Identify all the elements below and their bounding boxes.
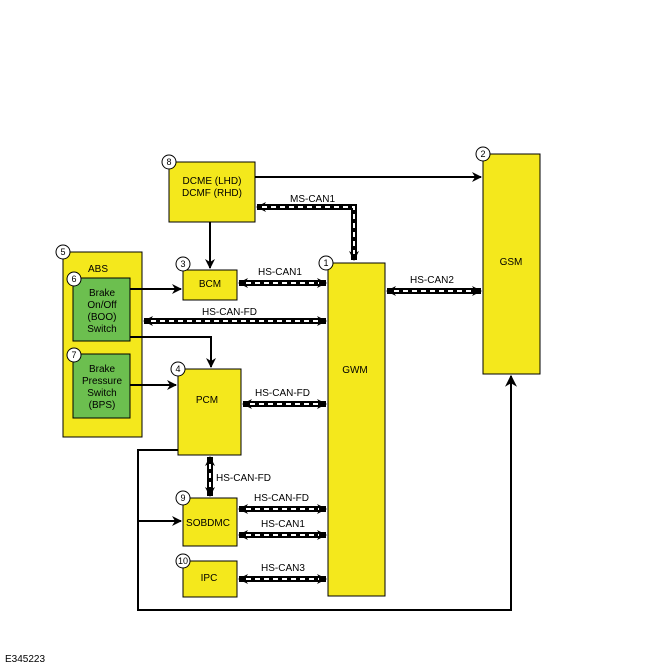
figure-code: E345223 [5, 654, 45, 665]
bcm-label: BCM [199, 279, 221, 290]
bus-label-ipc-gwm: HS-CAN3 [261, 563, 305, 574]
callout-4: 4 [170, 361, 186, 377]
sobdmc-label: SOBDMC [186, 518, 230, 529]
ipc-label: IPC [201, 573, 218, 584]
bus-label-sobdmc-gwm-can1: HS-CAN1 [261, 519, 305, 530]
boo-label-line4: Switch [87, 324, 116, 335]
bps-label-line1: Brake [89, 364, 116, 375]
wire-sobdmc-loop-to-gsm [137, 374, 517, 611]
pcm-label: PCM [196, 395, 218, 406]
bus-label-ms-can1: MS-CAN1 [290, 194, 335, 205]
callout-10: 10 [175, 553, 191, 569]
bps-label-line3: Switch [87, 388, 116, 399]
ipc-module: IPC [182, 560, 238, 598]
callout-6: 6 [66, 271, 82, 287]
bus-label-pcm-sobdmc: HS-CAN-FD [216, 473, 271, 484]
gsm-label: GSM [500, 257, 523, 268]
callout-5-number: 5 [60, 247, 65, 257]
bcm-module: BCM [182, 269, 238, 301]
callout-3: 3 [175, 256, 191, 272]
gwm-module: GWM [327, 262, 386, 597]
bus-links [143, 202, 482, 584]
callout-3-number: 3 [180, 259, 185, 269]
bus-label-bcm-gwm: HS-CAN1 [258, 267, 302, 278]
callout-7: 7 [66, 347, 82, 363]
callout-10-number: 10 [178, 556, 188, 566]
callout-9-number: 9 [180, 493, 185, 503]
bus-ms-can1-dcm-gwm [256, 202, 359, 261]
wire-boo-to-pcm [130, 336, 216, 368]
callout-6-number: 6 [71, 274, 76, 284]
callout-1-number: 1 [323, 258, 328, 268]
bus-label-gwm-gsm: HS-CAN2 [410, 275, 454, 286]
sobdmc-module: SOBDMC [182, 497, 238, 547]
bus-label-sobdmc-gwm-fd: HS-CAN-FD [254, 493, 309, 504]
dcm-label-line2: DCMF (RHD) [182, 188, 242, 199]
boo-label-line3: (BOO) [88, 312, 117, 323]
callout-4-number: 4 [175, 364, 180, 374]
hardwired-connections [130, 172, 517, 611]
callout-9: 9 [175, 490, 191, 506]
bps-label-line4: (BPS) [89, 400, 116, 411]
gwm-label: GWM [342, 365, 368, 376]
boo-label-line2: On/Off [87, 300, 116, 311]
gsm-module: GSM [482, 153, 541, 375]
dcm-label-line1: DCME (LHD) [183, 176, 242, 187]
boo-label-line1: Brake [89, 288, 116, 299]
callout-7-number: 7 [71, 350, 76, 360]
callout-8-number: 8 [166, 157, 171, 167]
bps-switch: Brake Pressure Switch (BPS) [72, 353, 131, 419]
abs-label: ABS [88, 264, 108, 275]
callout-5: 5 [55, 244, 71, 260]
bus-label-abs-gwm: HS-CAN-FD [202, 307, 257, 318]
bps-label-line2: Pressure [82, 376, 122, 387]
callout-8: 8 [161, 154, 177, 170]
callout-2-number: 2 [480, 149, 485, 159]
pcm-module: PCM [177, 368, 242, 456]
dcm-module: DCME (LHD) DCMF (RHD) [168, 161, 256, 223]
wire-pcm-loop-to-sobdmc [137, 449, 182, 526]
callout-1: 1 [318, 255, 334, 271]
boo-switch: Brake On/Off (BOO) Switch [72, 277, 131, 342]
callout-2: 2 [475, 146, 491, 162]
bus-label-pcm-gwm: HS-CAN-FD [255, 388, 310, 399]
